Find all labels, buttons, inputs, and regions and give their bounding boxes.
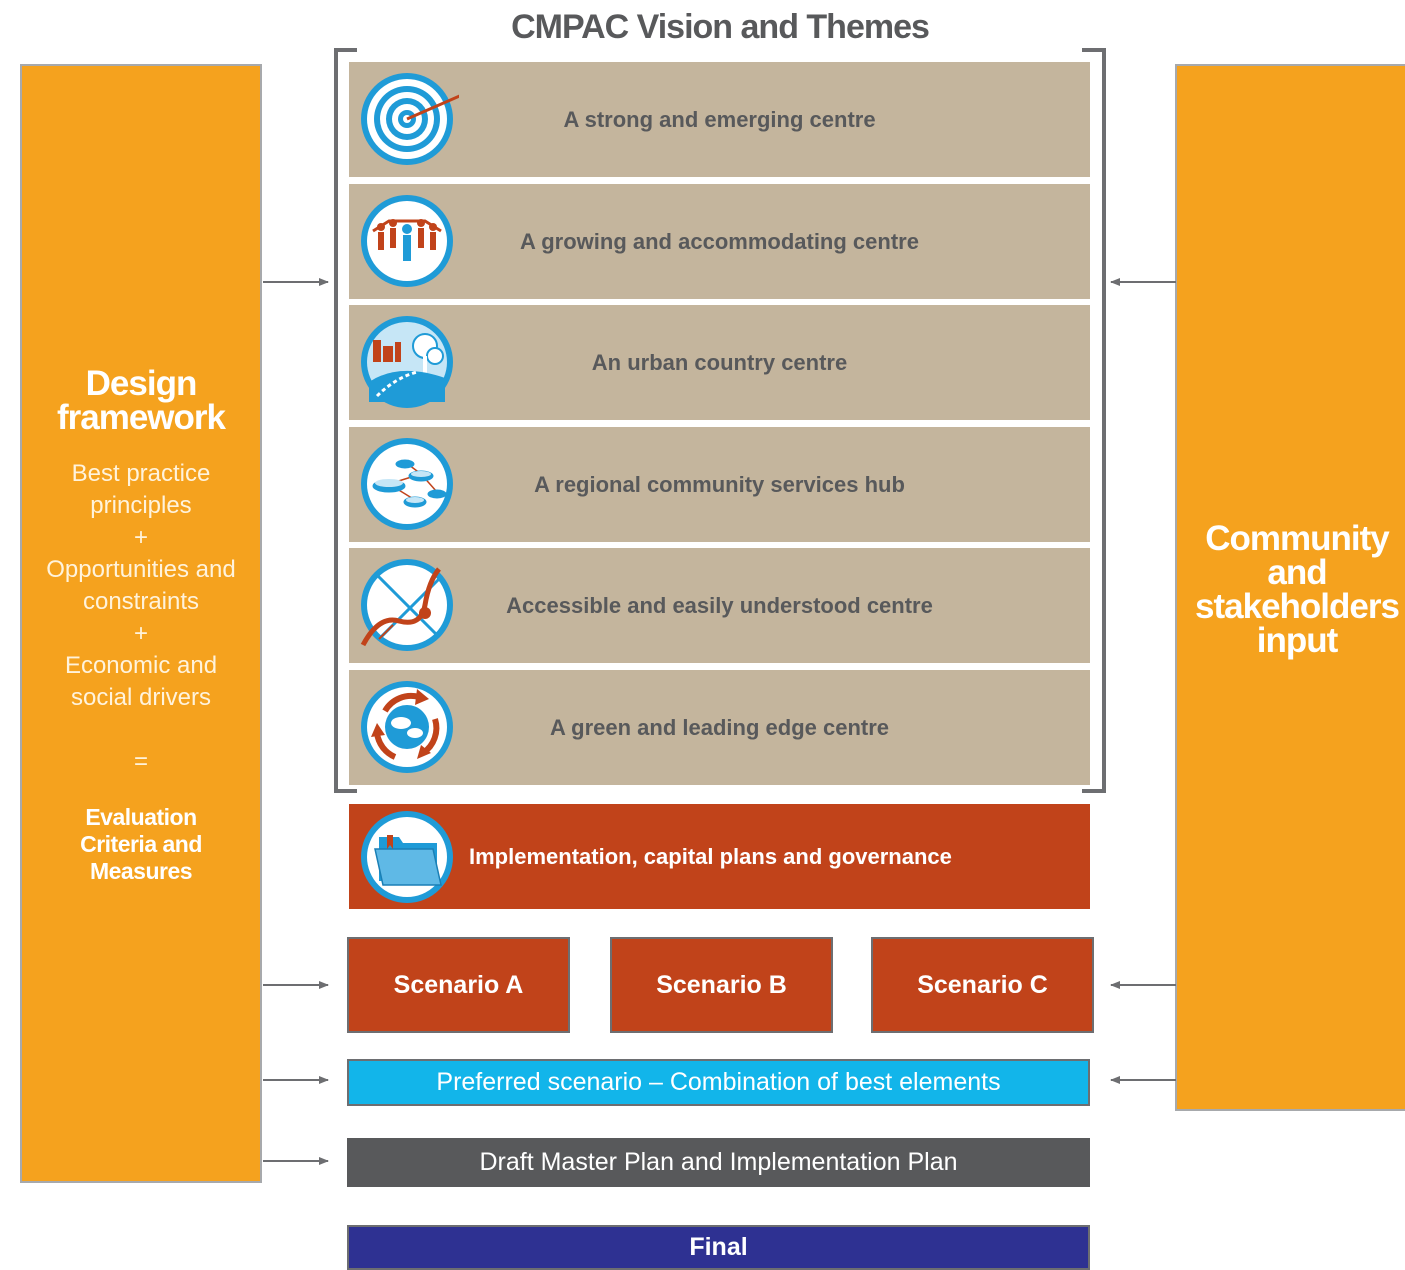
community-title-line: and bbox=[1267, 553, 1327, 592]
body-line: Economic and bbox=[64, 652, 218, 679]
evaluation-line: Measures bbox=[89, 858, 193, 884]
body-line: Best practice bbox=[71, 460, 211, 487]
network-hub-icon bbox=[359, 434, 459, 534]
left-bracket bbox=[334, 48, 357, 793]
draft-master-plan-bar: Draft Master Plan and Implementation Pla… bbox=[347, 1138, 1090, 1187]
community-input-title: Community and stakeholders input bbox=[1177, 519, 1405, 660]
body-line: + bbox=[133, 524, 148, 551]
evaluation-line: Criteria and bbox=[80, 831, 202, 857]
implementation-label: Implementation, capital plans and govern… bbox=[469, 843, 952, 869]
design-framework-title-line: Design bbox=[85, 364, 198, 403]
theme-label: A green and leading edge centre bbox=[549, 714, 890, 740]
theme-row: Accessible and easily understood centre bbox=[349, 548, 1090, 663]
community-title-line: input bbox=[1256, 621, 1339, 660]
route-map-icon bbox=[359, 555, 459, 655]
design-framework-panel: Design framework Best practice principle… bbox=[20, 64, 262, 1183]
community-title-line: stakeholders bbox=[1195, 587, 1400, 626]
right-bracket bbox=[1082, 48, 1106, 793]
preferred-scenario-bar: Preferred scenario – Combination of best… bbox=[347, 1059, 1090, 1106]
theme-label: A regional community services hub bbox=[534, 471, 905, 497]
body-line: = bbox=[133, 748, 148, 775]
design-framework-title: Design framework bbox=[22, 364, 260, 437]
body-line: principles bbox=[90, 492, 192, 519]
final-bar: Final bbox=[347, 1225, 1090, 1270]
theme-label: Accessible and easily understood centre bbox=[506, 592, 933, 618]
body-line: + bbox=[133, 620, 148, 647]
diagram-title: CMPAC Vision and Themes bbox=[511, 8, 930, 46]
target-icon bbox=[359, 69, 473, 169]
community-title-line: Community bbox=[1205, 519, 1390, 558]
community-input-panel: Community and stakeholders input bbox=[1175, 64, 1405, 1111]
implementation-bar: Implementation, capital plans and govern… bbox=[349, 804, 1090, 909]
body-line: social drivers bbox=[70, 684, 212, 711]
scenario-a-box: Scenario A bbox=[347, 937, 570, 1033]
theme-label: A growing and accommodating centre bbox=[520, 228, 919, 254]
design-framework-title-line: framework bbox=[56, 398, 226, 437]
body-line: Opportunities and bbox=[46, 556, 236, 583]
city-country-icon bbox=[359, 312, 459, 412]
theme-label: An urban country centre bbox=[591, 349, 848, 375]
theme-row: A strong and emerging centre bbox=[349, 62, 1090, 177]
theme-row: A regional community services hub bbox=[349, 427, 1090, 542]
theme-row: A growing and accommodating centre bbox=[349, 184, 1090, 299]
recycle-globe-icon bbox=[359, 677, 459, 777]
folder-icon bbox=[359, 807, 459, 907]
theme-row: A green and leading edge centre bbox=[349, 670, 1090, 785]
evaluation-line: Evaluation bbox=[85, 804, 197, 830]
people-icon bbox=[359, 191, 459, 291]
theme-label: A strong and emerging centre bbox=[563, 106, 876, 132]
design-framework-body: Best practice principles + Opportunities… bbox=[22, 458, 260, 778]
evaluation-criteria: Evaluation Criteria and Measures bbox=[22, 804, 260, 885]
scenario-c-box: Scenario C bbox=[871, 937, 1094, 1033]
scenario-b-box: Scenario B bbox=[610, 937, 833, 1033]
theme-row: An urban country centre bbox=[349, 305, 1090, 420]
body-line: constraints bbox=[82, 588, 200, 615]
